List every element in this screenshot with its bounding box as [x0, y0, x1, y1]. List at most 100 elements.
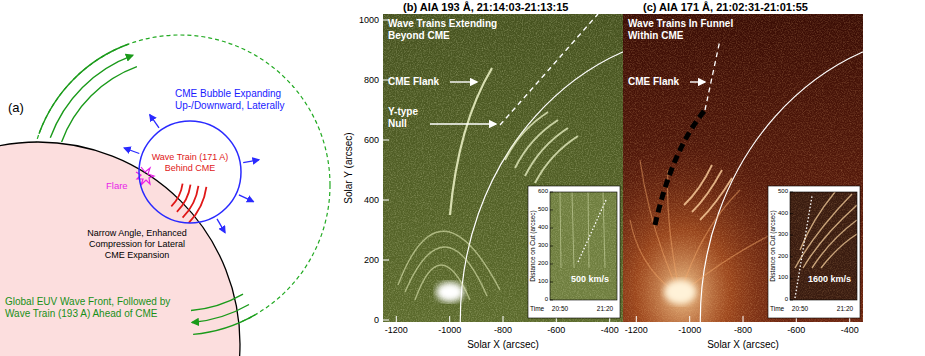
- tick-label: 300: [538, 242, 548, 249]
- axis-title: Distance on Cut (arcsec): [529, 210, 537, 282]
- image-ground: [623, 14, 863, 322]
- inset-ticks: [790, 192, 793, 300]
- tick-label: 0: [785, 296, 788, 303]
- wave-train: [505, 112, 548, 160]
- wave-train: [515, 120, 558, 168]
- inset-ground: [528, 186, 620, 318]
- node-text: Wave Trains Extending Beyond CME: [388, 18, 516, 42]
- plot-streaks-part: [560, 192, 561, 268]
- tick-marks-part: [636, 316, 637, 322]
- inset-ticks-part: [790, 213, 793, 214]
- expansion-arrow: [217, 219, 225, 233]
- tick-marks: [383, 20, 610, 322]
- bubble-circle: [139, 121, 241, 223]
- wave-front: [50, 55, 133, 138]
- tick-label: 200: [538, 260, 548, 267]
- image-grain: [623, 14, 863, 322]
- tick-marks-part: [383, 260, 389, 261]
- loop: [415, 265, 470, 300]
- inset-b-plot: [528, 186, 620, 318]
- tick-marks-part: [383, 140, 389, 141]
- tick-label: 0: [374, 315, 379, 326]
- inset-ticks: [550, 192, 553, 300]
- flank-dashed: [705, 40, 720, 110]
- funnel-streaks: [630, 160, 780, 295]
- funnel-streaks-part: [680, 190, 740, 295]
- tick-label: 600: [364, 135, 379, 146]
- inset-ticks-part: [550, 210, 553, 211]
- leader-arrow: [430, 123, 496, 124]
- leader-arrow: [690, 81, 705, 82]
- flank-dashed-black: [655, 110, 705, 225]
- annotation-label: (a): [8, 100, 24, 116]
- image-glow: [623, 14, 863, 322]
- funnel-streaks-part: [668, 170, 681, 295]
- expansion-arrows: [124, 115, 259, 233]
- speed-fit-dotted: [578, 200, 606, 262]
- tick-label: 800: [364, 75, 379, 86]
- tick-marks-part: [383, 320, 389, 321]
- plot-streaks-part: [812, 220, 857, 268]
- plot-frame: [790, 192, 857, 300]
- wave-front: [191, 294, 243, 310]
- tick-label: -800: [734, 325, 752, 336]
- tick-label: -600: [787, 325, 805, 336]
- expansion-arrow: [243, 160, 259, 163]
- tick-label: 100: [538, 278, 548, 285]
- wave-train: [525, 128, 568, 176]
- solar-limb: [700, 32, 863, 322]
- plot-streaks-part: [821, 234, 857, 268]
- tick-label: 200: [364, 255, 379, 266]
- wave-trains: [505, 112, 578, 183]
- flare-blob: [436, 282, 464, 302]
- tick-marks-part: [503, 316, 504, 322]
- tick-label: 20:50: [552, 305, 568, 313]
- tick-label: -1200: [385, 325, 408, 336]
- wave-trains: [684, 165, 732, 220]
- tick-marks-part: [743, 316, 744, 322]
- tick-label: 21:20: [837, 305, 853, 313]
- tick-label: -600: [547, 325, 565, 336]
- coronal-loops: [398, 231, 500, 300]
- image-ground: [383, 14, 623, 322]
- tick-label: -800: [494, 325, 512, 336]
- panel-c-image: [623, 14, 925, 356]
- wave-train: [535, 136, 578, 183]
- node-text: CME Bubble Expanding Up-/Downward, Later…: [175, 88, 295, 112]
- flank-dashed: [500, 14, 598, 125]
- tick-label: 1000: [359, 15, 379, 26]
- inset-ticks-part: [790, 278, 793, 279]
- tick-label: 21:20: [597, 305, 613, 313]
- tick-label: 500: [778, 188, 788, 195]
- tick-marks-part: [383, 200, 389, 201]
- panel-a-illustration: [0, 0, 340, 356]
- inset-ticks-part: [550, 228, 553, 229]
- plot-area: [550, 192, 617, 300]
- tick-label: -400: [601, 325, 619, 336]
- plot-streaks-part: [588, 192, 589, 268]
- annotation-label: Narrow Angle, Enhanced Compression for L…: [78, 228, 196, 260]
- plot-grain: [790, 192, 857, 300]
- tick-label: Time: [770, 305, 784, 313]
- tick-label: -1000: [678, 325, 701, 336]
- tick-label: 400: [364, 195, 379, 206]
- node-text: CME Flank: [628, 76, 679, 88]
- plot-area: [790, 192, 857, 300]
- time-distance-inset: 500 km/s: [528, 186, 620, 318]
- tick-label: 400: [538, 224, 548, 231]
- inset-ticks-part: [790, 235, 793, 236]
- wave-arc: [188, 187, 206, 223]
- node-text: Wave Train (171 A) Behind CME: [145, 152, 235, 174]
- tick-label: 200: [778, 253, 788, 260]
- tick-label: -1200: [625, 325, 648, 336]
- tick-label: -400: [841, 325, 859, 336]
- plot-streaks: [560, 192, 605, 268]
- tick-label: 20:50: [792, 305, 808, 313]
- node-text: CME Flank: [388, 76, 439, 88]
- wave-arc: [171, 184, 182, 207]
- plot-grain: [550, 192, 617, 300]
- expansion-arrow: [150, 115, 159, 128]
- tick-marks-part: [449, 316, 450, 322]
- panel-label: (b) AIA 193 Å, 21:14:03-21:13:15: [403, 1, 568, 14]
